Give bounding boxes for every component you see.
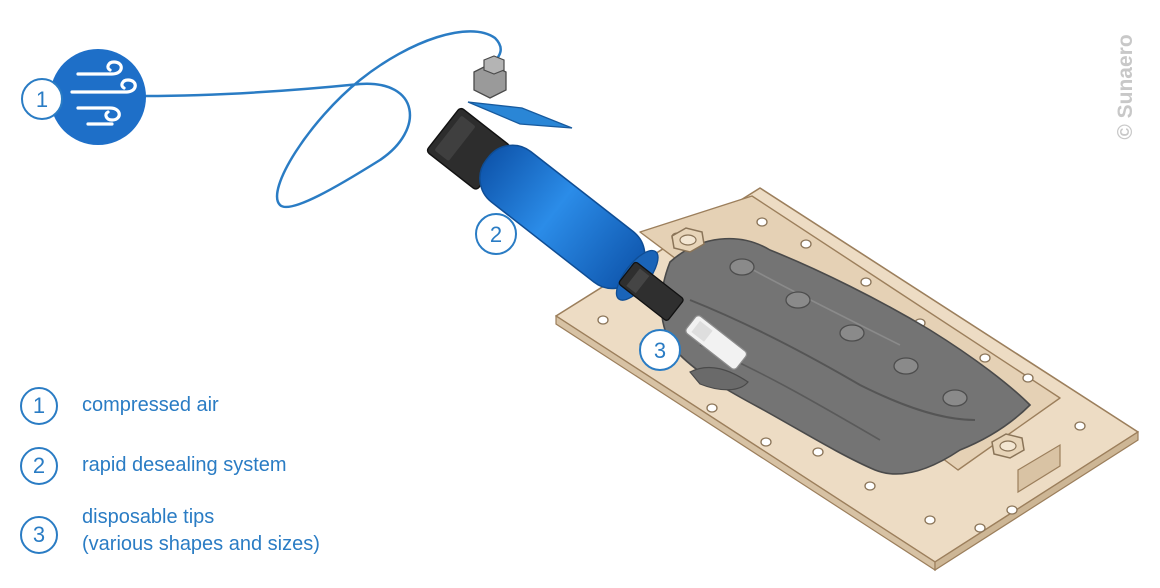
callout-2: 2 bbox=[475, 213, 517, 255]
callout-1: 1 bbox=[21, 78, 63, 120]
svg-text:3: 3 bbox=[654, 338, 666, 363]
legend-item-rapid-desealing-system: 2 rapid desealing system bbox=[20, 447, 287, 485]
compressed-air-badge bbox=[50, 49, 146, 145]
callout-3: 3 bbox=[639, 329, 681, 371]
legend-number: 2 bbox=[20, 447, 58, 485]
legend-item-compressed-air: 1 compressed air bbox=[20, 387, 219, 425]
legend-item-disposable-tips: 3 disposable tips (various shapes and si… bbox=[20, 506, 320, 558]
bolt-left bbox=[671, 227, 705, 253]
bolt-right bbox=[991, 433, 1025, 459]
legend-number: 3 bbox=[20, 516, 58, 554]
legend-number: 1 bbox=[20, 387, 58, 425]
legend-label: rapid desealing system bbox=[82, 454, 287, 476]
desealing-tool bbox=[426, 55, 748, 370]
wind-icon bbox=[70, 60, 137, 126]
legend-label: disposable tips bbox=[82, 506, 215, 528]
svg-text:1: 1 bbox=[36, 87, 48, 112]
legend-label-line2: (various shapes and sizes) bbox=[82, 533, 320, 555]
svg-text:2: 2 bbox=[490, 222, 502, 247]
copyright-notice: © Sunaero bbox=[1114, 34, 1137, 140]
legend-label: compressed air bbox=[82, 394, 219, 416]
air-hose bbox=[143, 30, 502, 209]
